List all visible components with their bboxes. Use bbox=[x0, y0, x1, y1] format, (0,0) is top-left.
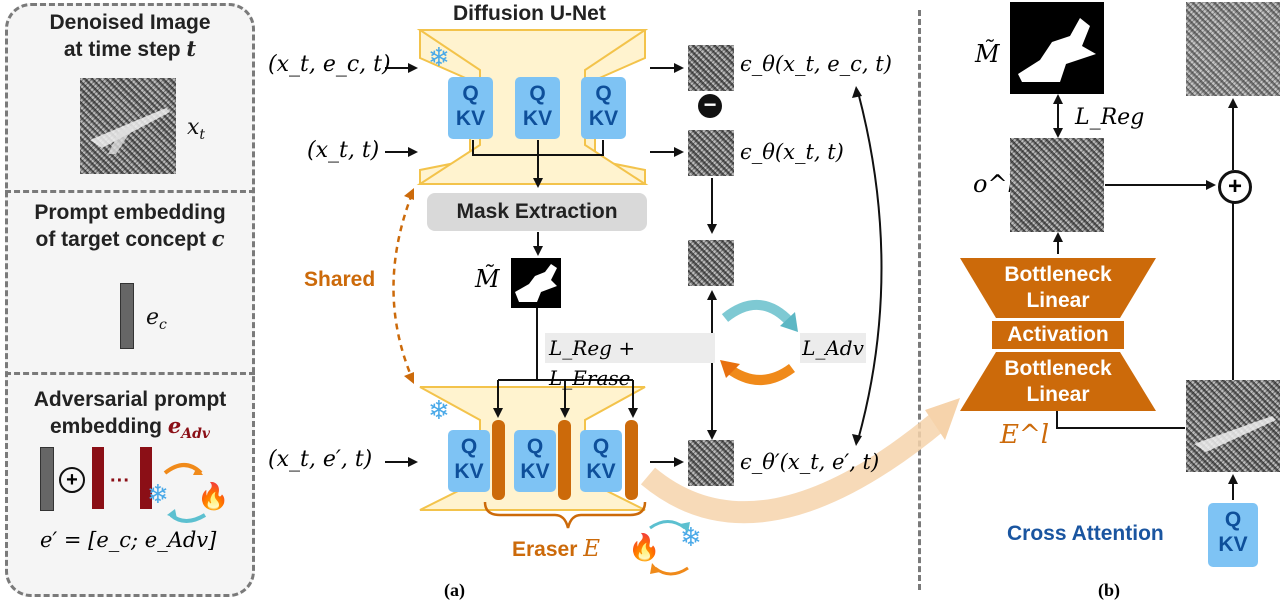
denoised-title: Denoised Image at time step t bbox=[49, 11, 211, 61]
left-separator-2 bbox=[5, 372, 255, 375]
flame-icon: 🔥 bbox=[197, 481, 229, 511]
ol-label: o^l bbox=[973, 170, 1016, 198]
snowflake-icon: ❄ bbox=[147, 479, 169, 509]
noise-image-bottom bbox=[688, 440, 734, 486]
minus-icon: − bbox=[698, 94, 722, 118]
snowflake-icon: ❄ bbox=[428, 395, 450, 425]
loss-reg-erase: L_Reg + L_Erase bbox=[545, 333, 715, 390]
input-bottom: (x_t, e′, t) bbox=[268, 447, 373, 472]
ec-label: ec bbox=[146, 305, 167, 333]
loss-adv: L_Adv bbox=[800, 333, 866, 363]
adv-dots: ··· bbox=[110, 470, 130, 492]
concat-plus-icon: + bbox=[59, 467, 85, 493]
xt-label: xt bbox=[187, 115, 206, 143]
left-separator-1 bbox=[5, 190, 255, 193]
concat-formula: e′ = [e_c; e_Adv] bbox=[40, 528, 217, 552]
mask-image-b bbox=[1010, 2, 1104, 94]
adv-flow-icons: ❄ 🔥 bbox=[147, 463, 229, 523]
noise-image-mid bbox=[688, 130, 734, 176]
adv-title: Adversarial prompt embedding eAdv bbox=[33, 388, 227, 443]
ec-bar bbox=[120, 283, 134, 349]
noise-image-top bbox=[688, 45, 734, 91]
mask-label: M̃ bbox=[475, 265, 500, 293]
adv-bar-2 bbox=[140, 447, 152, 509]
eraser-label: Eraser E bbox=[512, 536, 601, 562]
shared-label: Shared bbox=[304, 268, 376, 291]
noisy-image bbox=[80, 78, 176, 174]
output-image-b bbox=[1186, 2, 1280, 96]
input-top: (x_t, e_c, t) bbox=[268, 52, 391, 77]
ec-bar-small bbox=[40, 447, 54, 511]
caption-a: (a) bbox=[444, 580, 465, 600]
snowflake-icon: ❄ bbox=[428, 42, 450, 72]
plus-icon: + bbox=[1218, 170, 1252, 204]
ol-image bbox=[1010, 138, 1104, 232]
cross-attention-label: Cross Attention bbox=[1007, 522, 1164, 545]
input-image-b bbox=[1186, 380, 1280, 472]
eraser-bar-2 bbox=[558, 420, 571, 500]
output-top: ϵ_θ(x_t, e_c, t) bbox=[740, 52, 892, 76]
output-bottom: ϵ_θ′(x_t, e′, t) bbox=[740, 450, 880, 474]
snowflake-icon: ❄ bbox=[680, 522, 702, 552]
mask-label-b: M̃ bbox=[975, 40, 1000, 68]
mask-extraction-box: Mask Extraction bbox=[427, 193, 647, 231]
caption-b: (b) bbox=[1098, 580, 1120, 600]
flame-icon: 🔥 bbox=[628, 532, 661, 562]
eraser-bar-3 bbox=[625, 420, 638, 500]
activation-label: Activation bbox=[1007, 323, 1109, 346]
mask-image bbox=[511, 258, 561, 308]
eraser-bar-1 bbox=[492, 420, 505, 500]
loss-reg-b: L_Reg bbox=[1075, 105, 1145, 130]
airplane-icon bbox=[90, 108, 170, 154]
output-mid: ϵ_θ(x_t, t) bbox=[740, 140, 844, 164]
airplane-icon bbox=[1194, 416, 1276, 452]
panel-divider bbox=[918, 10, 921, 590]
noise-image-diff bbox=[688, 240, 734, 286]
prompt-title: Prompt embedding of target concept c bbox=[34, 201, 226, 251]
adv-bar-1 bbox=[92, 447, 104, 509]
input-mid: (x_t, t) bbox=[307, 138, 380, 163]
unet-title: Diffusion U-Net bbox=[453, 2, 606, 25]
el-label: E^l bbox=[1000, 420, 1050, 450]
